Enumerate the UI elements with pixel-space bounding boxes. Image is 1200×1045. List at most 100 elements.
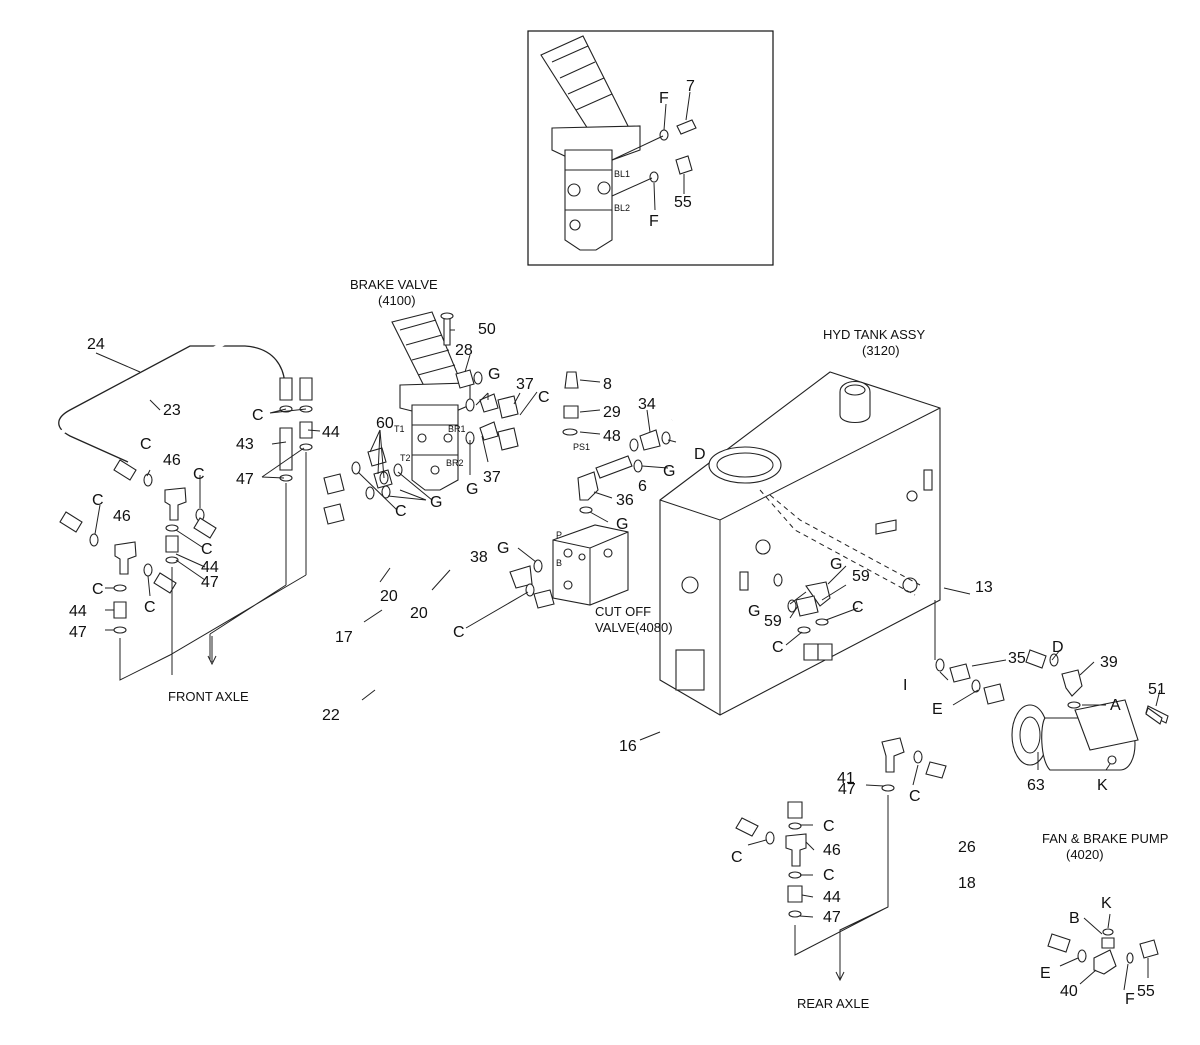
- cut-off-valve-title-1: CUT OFF: [595, 604, 651, 619]
- callout-e-35: E: [932, 701, 943, 718]
- callout-18: 18: [958, 875, 976, 892]
- callout-g-60: G: [430, 494, 442, 511]
- callout-20b: 20: [410, 605, 428, 622]
- callout-8: 8: [603, 376, 612, 393]
- callout-55: 55: [1137, 983, 1155, 1000]
- callout-f-inset-b: F: [649, 213, 659, 230]
- front-axle-title: FRONT AXLE: [168, 689, 249, 704]
- callout-37b: 37: [483, 469, 501, 486]
- callout-44b: 44: [69, 603, 87, 620]
- port-label-bl2: BL2: [614, 203, 630, 213]
- callout-28: 28: [455, 342, 473, 359]
- port-label-bl1: BL1: [614, 169, 630, 179]
- callout-47b: 47: [69, 624, 87, 641]
- callout-59b: 59: [764, 613, 782, 630]
- hyd-tank-title: HYD TANK ASSY: [823, 327, 925, 342]
- callout-f-40: F: [1125, 991, 1135, 1008]
- callout-g-36: G: [616, 516, 628, 533]
- port-label-t1: T1: [394, 424, 405, 434]
- brake-valve-title: BRAKE VALVE: [350, 277, 438, 292]
- callout-44-top: 44: [322, 424, 340, 441]
- brake-valve-code: (4100): [378, 293, 416, 308]
- port-label-br1: BR1: [448, 424, 466, 434]
- port-label-b: B: [556, 558, 562, 568]
- callout-c-44b: C: [92, 581, 104, 598]
- callout-22: 22: [322, 707, 340, 724]
- callout-c-l1: C: [140, 436, 152, 453]
- callout-c-23: C: [252, 407, 264, 424]
- hyd-tank-code: (3120): [862, 343, 900, 358]
- callout-c-60a: C: [395, 503, 407, 520]
- hyd-tank: [659, 371, 941, 716]
- fittings: [59, 369, 1163, 975]
- callout-g-59b: G: [748, 603, 760, 620]
- port-label-ps1: PS1: [573, 442, 590, 452]
- callout-39: 39: [1100, 654, 1118, 671]
- callout-40: 40: [1060, 983, 1078, 1000]
- cut-off-valve-title-2: VALVE(4080): [595, 620, 673, 635]
- callout-41: 41: [837, 770, 855, 787]
- port-label-br2: BR2: [446, 458, 464, 468]
- port-label-t2: T2: [400, 453, 411, 463]
- fan-brake-pump-code: (4020): [1066, 847, 1104, 862]
- callout-50: 50: [478, 321, 496, 338]
- callout-34: 34: [638, 396, 656, 413]
- callout-55-inset: 55: [674, 194, 692, 211]
- callout-b-40: B: [1069, 910, 1080, 927]
- hose-lines: [9, 330, 1056, 943]
- callout-c-26a: C: [823, 818, 835, 835]
- titles: BRAKE VALVE (4100) HYD TANK ASSY (3120) …: [168, 277, 1168, 1011]
- callout-k-40: K: [1101, 895, 1112, 912]
- callout-c-26b: C: [731, 849, 743, 866]
- callout-6: 6: [638, 478, 647, 495]
- callout-46a: 46: [163, 452, 181, 469]
- callout-c-37a: C: [538, 389, 550, 406]
- port-label-p: P: [556, 530, 562, 540]
- callout-17: 17: [335, 629, 353, 646]
- callout-d-34: D: [694, 446, 706, 463]
- callout-g-6: G: [663, 463, 675, 480]
- callout-60: 60: [376, 415, 394, 432]
- callout-48: 48: [603, 428, 621, 445]
- callout-a-pump: A: [1110, 697, 1121, 714]
- callout-44a: 44: [201, 559, 219, 576]
- callout-47c: 47: [838, 781, 856, 798]
- rear-axle-title: REAR AXLE: [797, 996, 870, 1011]
- callout-46c: 46: [823, 842, 841, 859]
- callout-26: 26: [958, 839, 976, 856]
- inset-detail: BL1 BL2 7 F F 55: [527, 30, 774, 266]
- callout-c-59: C: [852, 599, 864, 616]
- callout-46b: 46: [113, 508, 131, 525]
- callout-c-46a: C: [193, 466, 205, 483]
- callout-38: 38: [470, 549, 488, 566]
- callout-g-28: G: [488, 366, 500, 383]
- callout-c-tank: C: [772, 639, 784, 656]
- callout-47-top: 47: [236, 471, 254, 488]
- callout-13: 13: [975, 579, 993, 596]
- fan-brake-pump: [1011, 699, 1169, 771]
- callout-47a: 47: [201, 574, 219, 591]
- callout-51: 51: [1148, 681, 1166, 698]
- callout-c-38: C: [453, 624, 465, 641]
- callout-g-37b: G: [466, 481, 478, 498]
- callout-36: 36: [616, 492, 634, 509]
- callout-7: 7: [686, 78, 695, 95]
- callout-20a: 20: [380, 588, 398, 605]
- leader-lines: [94, 329, 1161, 991]
- callout-37a: 37: [516, 376, 534, 393]
- callout-c-44a: C: [201, 541, 213, 558]
- callout-c-41: C: [909, 788, 921, 805]
- callout-24: 24: [87, 336, 105, 353]
- callout-g-59a: G: [830, 556, 842, 573]
- callout-29: 29: [603, 404, 621, 421]
- callout-e-40: E: [1040, 965, 1051, 982]
- callout-d-39: D: [1052, 639, 1064, 656]
- callout-c-26c: C: [823, 867, 835, 884]
- callout-59a: 59: [852, 568, 870, 585]
- callout-c-46b: C: [144, 599, 156, 616]
- callouts: 50 28 G 37 C 8 29 34 48 24 23 C 44 43 47…: [69, 321, 1166, 1008]
- callout-35: 35: [1008, 650, 1026, 667]
- cut-off-valve: P B PS1: [552, 442, 629, 606]
